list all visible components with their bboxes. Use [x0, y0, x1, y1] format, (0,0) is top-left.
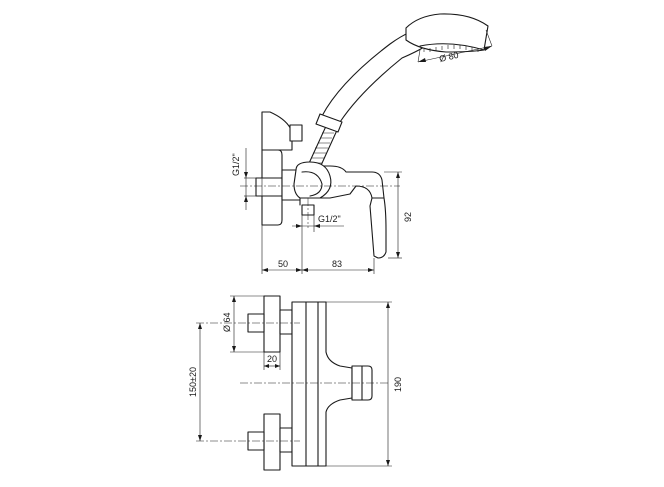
- bracket-holder: [289, 124, 303, 142]
- dim-label-eccentric-length: 20: [267, 354, 277, 364]
- wall-bracket: [261, 111, 293, 151]
- diverter-knob: [293, 161, 332, 199]
- dim-wall-thread: G1/2": [231, 148, 256, 210]
- dim-outlet-height: 92: [384, 171, 413, 259]
- lever-handle: [369, 197, 387, 259]
- front-view: Ø 64 20 150±20 190: [188, 295, 403, 471]
- dim-label-total-height: 190: [393, 377, 403, 392]
- dim-shower-head-diameter: Ø 80: [417, 29, 493, 64]
- dim-label-center-distance: 150±20: [188, 367, 198, 397]
- upper-connector: [247, 295, 293, 353]
- spray-nozzles: [423, 45, 479, 52]
- front-mixer-body: [291, 301, 353, 467]
- dim-label-wall-thread: G1/2": [231, 153, 241, 176]
- dim-label-body-projection: 50: [278, 259, 288, 269]
- lower-connector: [247, 413, 293, 471]
- dim-label-flange-diameter: Ø 64: [222, 312, 232, 332]
- eccentric-connector: [255, 177, 283, 197]
- shower-head: [405, 13, 489, 53]
- side-view: Ø 80 G1/2": [231, 13, 493, 274]
- dim-label-shower-head: Ø 80: [438, 50, 459, 64]
- dim-hose-thread: G1/2": [292, 214, 344, 232]
- dim-flange-diameter: Ø 64: [222, 295, 264, 353]
- hand-shower-collar: [315, 113, 343, 133]
- dim-label-lever-projection: 83: [332, 259, 342, 269]
- dim-projections: 50 83: [261, 225, 375, 274]
- dim-eccentric-length: 20: [263, 352, 281, 370]
- dim-label-hose-thread: G1/2": [318, 214, 341, 224]
- dim-total-height: 190: [326, 301, 403, 467]
- dim-label-outlet-height: 92: [403, 212, 413, 222]
- dim-center-distance: 150±20: [188, 323, 202, 441]
